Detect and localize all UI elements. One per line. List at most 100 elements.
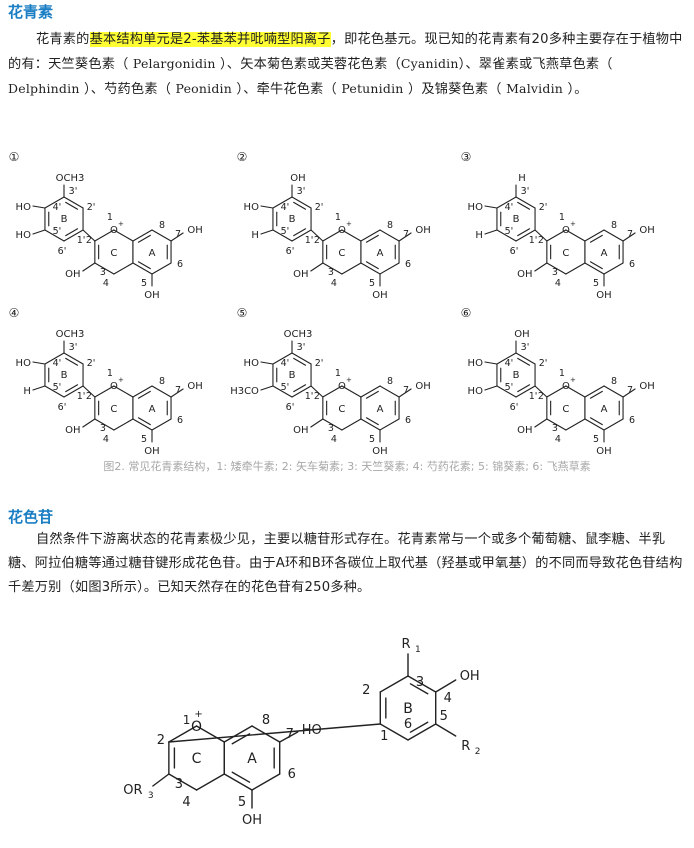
atom-number-8: 8 (387, 220, 393, 231)
ring-label-b: B (289, 214, 296, 225)
oh-label-3: OH (517, 269, 532, 280)
atom-number-1prime: 1' (529, 391, 538, 402)
bond-line (584, 229, 605, 242)
atom-number-8: 8 (611, 376, 617, 387)
oxonium-o-label: O (562, 225, 570, 236)
para-text: ）及锦葵色素（ (407, 82, 502, 97)
atom-number-6prime: 6' (58, 402, 67, 413)
anthocyanin-paragraph: 自然条件下游离状态的花青素极少见，主要以糖苷形式存在。花青素常与一个或多个葡萄糖… (8, 532, 683, 595)
bond-line (584, 385, 605, 398)
atom-number-3: 3 (552, 423, 558, 434)
atom-number-7: 7 (403, 385, 409, 396)
substituent-3prime: OCH3 (56, 173, 85, 184)
oh-label-7: OH (187, 381, 202, 392)
bond-line (82, 418, 96, 428)
ring-label-a: A (601, 248, 608, 259)
bond-line (113, 229, 134, 242)
atom-number-6: 6 (177, 259, 183, 270)
or3-label: OR (123, 783, 142, 798)
bond-line (260, 229, 274, 235)
panel-number: ④ (9, 306, 20, 320)
bond-line (435, 723, 457, 737)
double-bond-line (365, 417, 379, 426)
atom-number-1: 1 (107, 368, 113, 379)
atom-number-1: 1 (183, 713, 191, 727)
bond-line (435, 679, 457, 693)
bond-line (603, 385, 624, 398)
r1-label: R (401, 637, 410, 652)
atom-number-b4: 4 (444, 691, 452, 706)
oh-label-7: OH (639, 225, 654, 236)
atom-number-3: 3 (328, 267, 334, 278)
oh-label-3: OH (293, 269, 308, 280)
atom-number-1prime: 1' (305, 391, 314, 402)
bond-line (63, 229, 84, 242)
double-bond-line (409, 721, 429, 733)
substituent-4prime: HO (468, 358, 484, 369)
bond-line (515, 352, 536, 365)
double-bond-line (517, 228, 531, 237)
bond-line (279, 731, 299, 743)
atom-number-5: 5 (141, 434, 147, 445)
bond-line (82, 262, 96, 272)
oh-label-4: OH (460, 669, 480, 684)
latin-name: Cyanidin (400, 56, 459, 71)
bond-line (272, 196, 293, 209)
substituent-4prime: HO (16, 358, 32, 369)
ring-label-b: B (403, 701, 413, 717)
bond-line (546, 229, 567, 242)
bond-line (515, 229, 536, 242)
oh-label-7: OH (415, 381, 430, 392)
bond-line (195, 725, 225, 743)
atom-number-3prime: 3' (69, 342, 78, 353)
panel-number: ② (237, 150, 248, 164)
r3-subscript: 3 (148, 791, 154, 801)
bond-line (341, 229, 362, 242)
double-bond-line (589, 234, 603, 243)
atom-number-4prime: 4' (505, 358, 514, 369)
bond-line (622, 388, 636, 398)
atom-number-4: 4 (555, 278, 561, 289)
charge-plus-label: + (570, 220, 576, 228)
atom-number-1prime: 1' (77, 391, 86, 402)
oh-label-5: OH (144, 446, 159, 457)
atom-number-2: 2 (314, 235, 320, 246)
para-text: 花青素的 (36, 32, 90, 47)
atom-number-3: 3 (552, 267, 558, 278)
atom-number-3prime: 3' (521, 186, 530, 197)
ring-label-b: B (289, 370, 296, 381)
double-bond-line (365, 261, 379, 270)
oxonium-o-label: O (110, 225, 118, 236)
atom-number-3: 3 (175, 777, 183, 792)
atom-number-2prime: 2' (315, 358, 324, 369)
charge-plus-label: + (118, 376, 124, 384)
atom-number-6: 6 (405, 259, 411, 270)
bond-line (82, 385, 96, 398)
bond-line (407, 723, 437, 741)
atom-number-6prime: 6' (510, 402, 519, 413)
atom-number-5: 5 (369, 278, 375, 289)
ring-label-c: C (110, 248, 117, 259)
ring-label-a: A (149, 404, 156, 415)
atom-number-8: 8 (262, 713, 270, 728)
bond-line (32, 205, 46, 209)
bond-line (360, 229, 381, 242)
ring-label-c: C (338, 248, 345, 259)
bond-line (82, 229, 96, 242)
ring-label-a: A (377, 404, 384, 415)
bond-line (603, 229, 624, 242)
para-text: ）、翠雀素或飞燕草色素（ (458, 57, 613, 72)
atom-number-2: 2 (86, 235, 92, 246)
atom-number-2prime: 2' (539, 358, 548, 369)
charge-plus-label: + (346, 220, 352, 228)
atom-number-2: 2 (538, 235, 544, 246)
ring-label-b: B (513, 214, 520, 225)
bond-line (534, 229, 548, 242)
atom-number-4prime: 4' (53, 358, 62, 369)
bond-line (565, 262, 586, 275)
oh-label-3: OH (65, 425, 80, 436)
oh-label-5: OH (242, 813, 262, 828)
substituent-5prime: H (475, 230, 483, 241)
atom-number-b5: 5 (440, 709, 448, 724)
